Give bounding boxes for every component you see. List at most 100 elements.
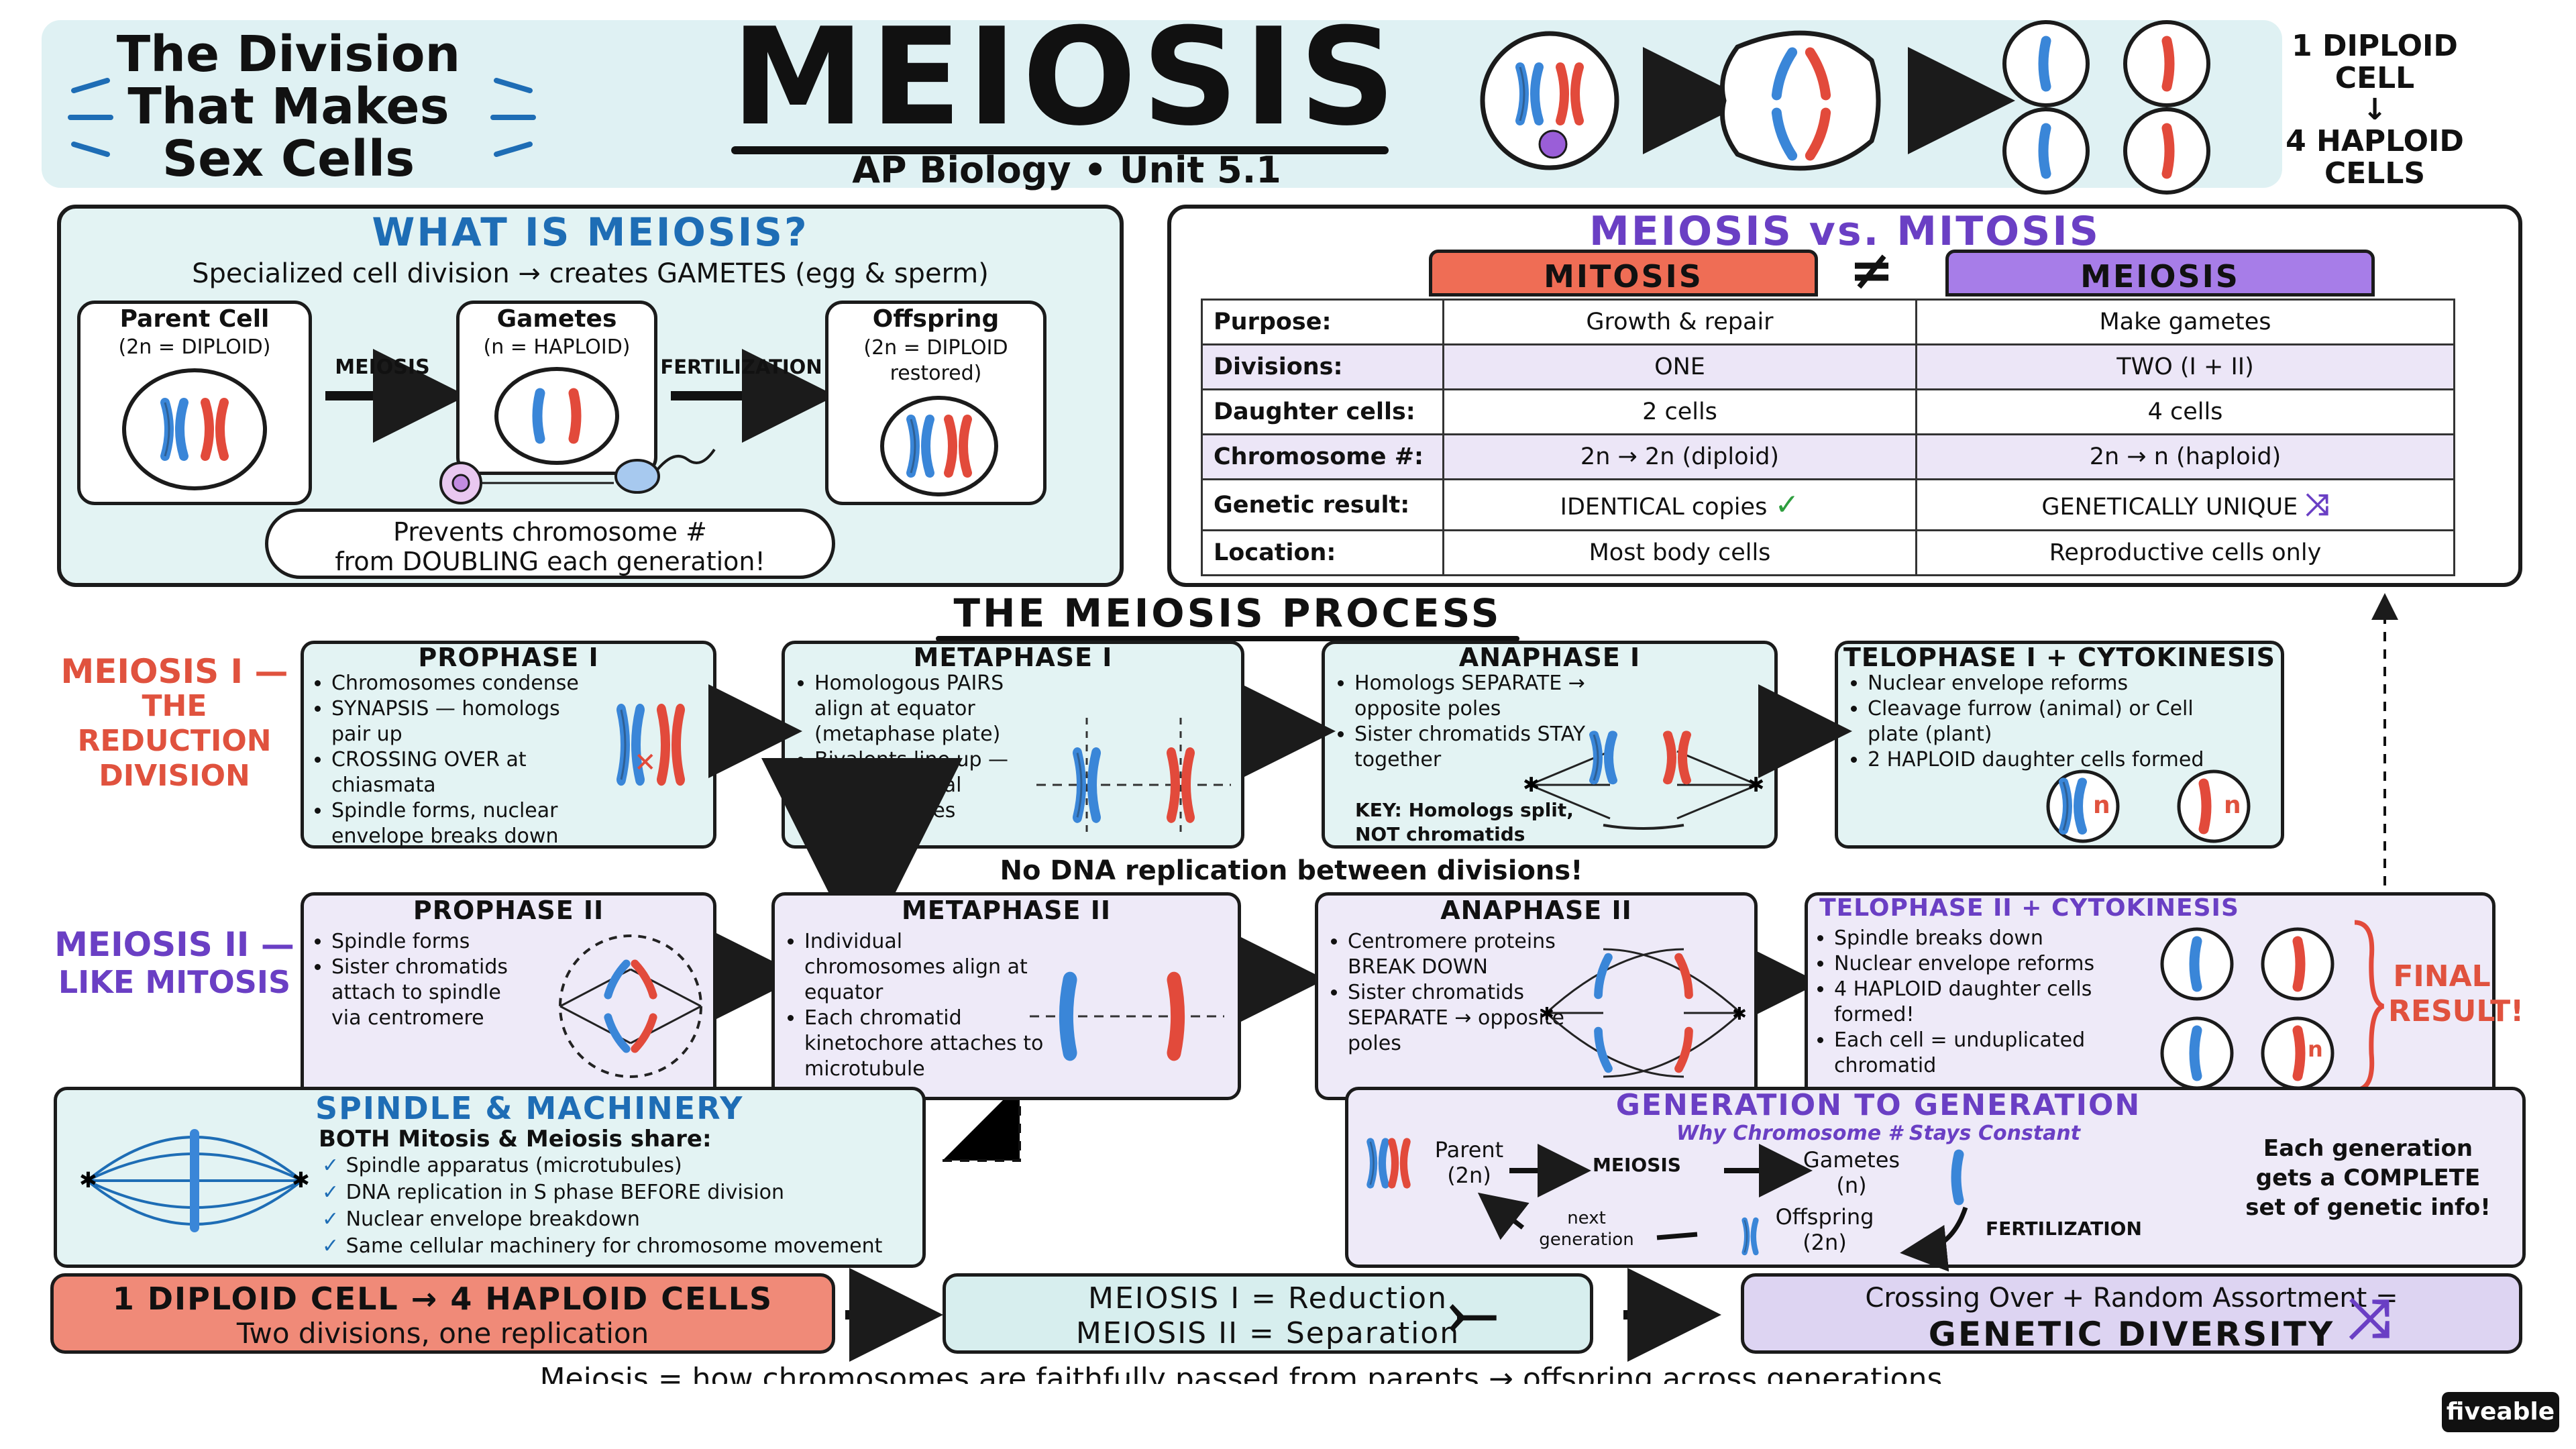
gametes-label: Gametes <box>1803 1147 1900 1173</box>
summary-box-2: MEIOSIS I = Reduction MEIOSIS II = Separ… <box>943 1273 1593 1354</box>
check-icon: ✓ <box>322 1208 346 1231</box>
mitosis-cell: Most body cells <box>1442 529 1917 576</box>
process-title-underline <box>936 636 1519 641</box>
bullet: Homologs SEPARATE → opposite poles <box>1354 671 1647 722</box>
gametes-icon <box>439 367 716 504</box>
row-label: Purpose: <box>1201 299 1444 345</box>
spindle-title: SPINDLE & MACHINERY <box>315 1090 744 1126</box>
header-summary: 1 DIPLOID CELL ↓ 4 HAPLOID CELLS <box>2267 30 2482 190</box>
bullet: Sister chromatids STAY together <box>1354 722 1647 773</box>
footer-caption: Meiosis = how chromosomes are faithfully… <box>539 1362 1943 1384</box>
summary2-line2: MEIOSIS II = Separation <box>1075 1316 1460 1350</box>
prophase1-title: PROPHASE I <box>418 643 599 672</box>
metaphase2-diagram <box>1030 966 1224 1067</box>
telophase1-n-label: n <box>2224 792 2241 819</box>
meiosis-arrow <box>325 349 467 443</box>
offspring-detail: (2n = DIPLOID restored) <box>863 336 1008 385</box>
anaphase1-diagram: ✱ ✱ <box>1523 724 1764 830</box>
svg-text:✱: ✱ <box>1540 1004 1554 1024</box>
generation-title: GENERATION TO GENERATION <box>1615 1088 2141 1122</box>
check-text: Same cellular machinery for chromosome m… <box>345 1234 883 1258</box>
svg-text:✱: ✱ <box>1732 1004 1747 1024</box>
offspring-icon <box>880 396 998 496</box>
telophase2-n-label: n <box>2308 1036 2323 1062</box>
prophase2-diagram <box>559 934 702 1078</box>
meiosis-cell: TWO (I + II) <box>1915 343 2455 390</box>
anaphase1-bullets: Homologs SEPARATE → opposite poles Siste… <box>1332 671 1647 773</box>
anaphase1-key: KEY: Homologs split, NOT chromatids <box>1355 799 1574 845</box>
check-text: DNA replication in S phase BEFORE divisi… <box>345 1181 784 1204</box>
subtitle-line: The Division <box>116 25 461 83</box>
telophase1-n-label: n <box>2093 792 2110 819</box>
meiosis1-label: MEIOSIS I — THE REDUCTION DIVISION <box>47 654 302 794</box>
bullet: Chromosomes condense <box>331 671 590 696</box>
telophase1-title: TELOPHASE I + CYTOKINESIS <box>1843 643 2275 672</box>
bullet: Sister chromatids SEPARATE → opposite po… <box>1348 980 1566 1057</box>
between-note: No DNA replication between divisions! <box>1000 855 1583 886</box>
mitosis-cell: IDENTICAL copies ✓ <box>1442 478 1917 531</box>
row-label: Genetic result: <box>1201 478 1444 531</box>
check-icon: ✓ <box>1774 488 1800 522</box>
meiosis-cell: 4 cells <box>1915 388 2455 435</box>
generation-cycle-diagram <box>1362 1134 1968 1272</box>
label-line: MEIOSIS II — <box>54 925 294 964</box>
summary1-line2: Two divisions, one replication <box>236 1317 649 1350</box>
label-line: MEIOSIS I — <box>60 652 288 691</box>
doubling-cloud: Prevents chromosome # from DOUBLING each… <box>265 508 835 579</box>
prophase2-card <box>301 892 716 1100</box>
mitosis-cell: Growth & repair <box>1442 299 1917 345</box>
gametes-name: Gametes <box>496 305 617 333</box>
svg-text:✱: ✱ <box>79 1167 97 1193</box>
check-text: Nuclear envelope breakdown <box>345 1208 640 1231</box>
row-label: Divisions: <box>1201 343 1444 390</box>
bullet: Spindle forms, nuclear envelope breaks d… <box>331 798 590 849</box>
bullet: Homologous PAIRS align at equator (metap… <box>814 671 1040 747</box>
summary3-line2: GENETIC DIVERSITY <box>1928 1315 2335 1354</box>
shuffle-icon: ⤨ <box>2348 1287 2391 1349</box>
process-title: THE MEIOSIS PROCESS <box>953 590 1502 636</box>
summary1-line1: 1 DIPLOID CELL → 4 HAPLOID CELLS <box>112 1281 773 1317</box>
parent-cell-detail: (2n = DIPLOID) <box>118 335 271 359</box>
mitosis-cell: 2 cells <box>1442 388 1917 435</box>
split-arrow-icon: ⤚ <box>1449 1278 1497 1348</box>
prophase1-card <box>301 641 716 849</box>
mitosis-column-header: MITOSIS <box>1429 250 1818 297</box>
anaphase1-title: ANAPHASE I <box>1458 643 1641 672</box>
generation-parent: Parent (2n) <box>1415 1137 1523 1188</box>
header-cell-diagram <box>1480 20 2210 195</box>
generation-fertilization: FERTILIZATION <box>1986 1218 2142 1240</box>
check-item: ✓ DNA replication in S phase BEFORE divi… <box>322 1179 912 1206</box>
spindle-intro: BOTH Mitosis & Meiosis share: <box>319 1126 712 1152</box>
subtitle-line: That Makes <box>127 78 449 136</box>
title-underline <box>731 146 1389 154</box>
row-label: Daughter cells: <box>1201 388 1444 435</box>
check-text: Spindle apparatus (microtubules) <box>345 1154 682 1177</box>
comparison-title: MEIOSIS vs. MITOSIS <box>1589 208 2100 255</box>
offspring-name: Offspring <box>872 305 1000 333</box>
check-item: ✓ Nuclear envelope breakdown <box>322 1206 912 1233</box>
genetic-result-mitosis: IDENTICAL copies <box>1560 494 1768 521</box>
telophase2-bullets: Spindle breaks down Nuclear envelope ref… <box>1811 926 2127 1079</box>
meiosis-cell: GENETICALLY UNIQUE ⤨ <box>1915 478 2455 531</box>
fiveable-logo: fiveable <box>2442 1392 2559 1432</box>
meiosis-arrow-label: MEIOSIS <box>335 356 430 379</box>
generation-meiosis-label: MEIOSIS <box>1593 1154 1681 1176</box>
generation-subtitle: Why Chromosome # Stays Constant <box>1676 1122 2081 1145</box>
spindle-icon: ✱ ✱ <box>79 1129 310 1232</box>
anaphase2-diagram: ✱ ✱ <box>1540 948 1747 1078</box>
subtitle-accent-icon <box>68 78 536 157</box>
bullet: Each chromatid kinetochore attaches to m… <box>804 1006 1050 1082</box>
generation-offspring: Offspring (2n) <box>1758 1204 1892 1255</box>
mitosis-cell: 2n → 2n (diploid) <box>1442 433 1917 480</box>
telophase2-card <box>1805 892 2496 1107</box>
table-row: Chromosome #:2n → 2n (diploid)2n → n (ha… <box>1201 433 2455 480</box>
bullet: Spindle breaks down <box>1834 926 2127 951</box>
check-item: ✓ Spindle apparatus (microtubules) <box>322 1152 912 1179</box>
bullet: Spindle forms <box>331 929 537 955</box>
table-row: Genetic result:IDENTICAL copies ✓GENETIC… <box>1201 478 2455 531</box>
